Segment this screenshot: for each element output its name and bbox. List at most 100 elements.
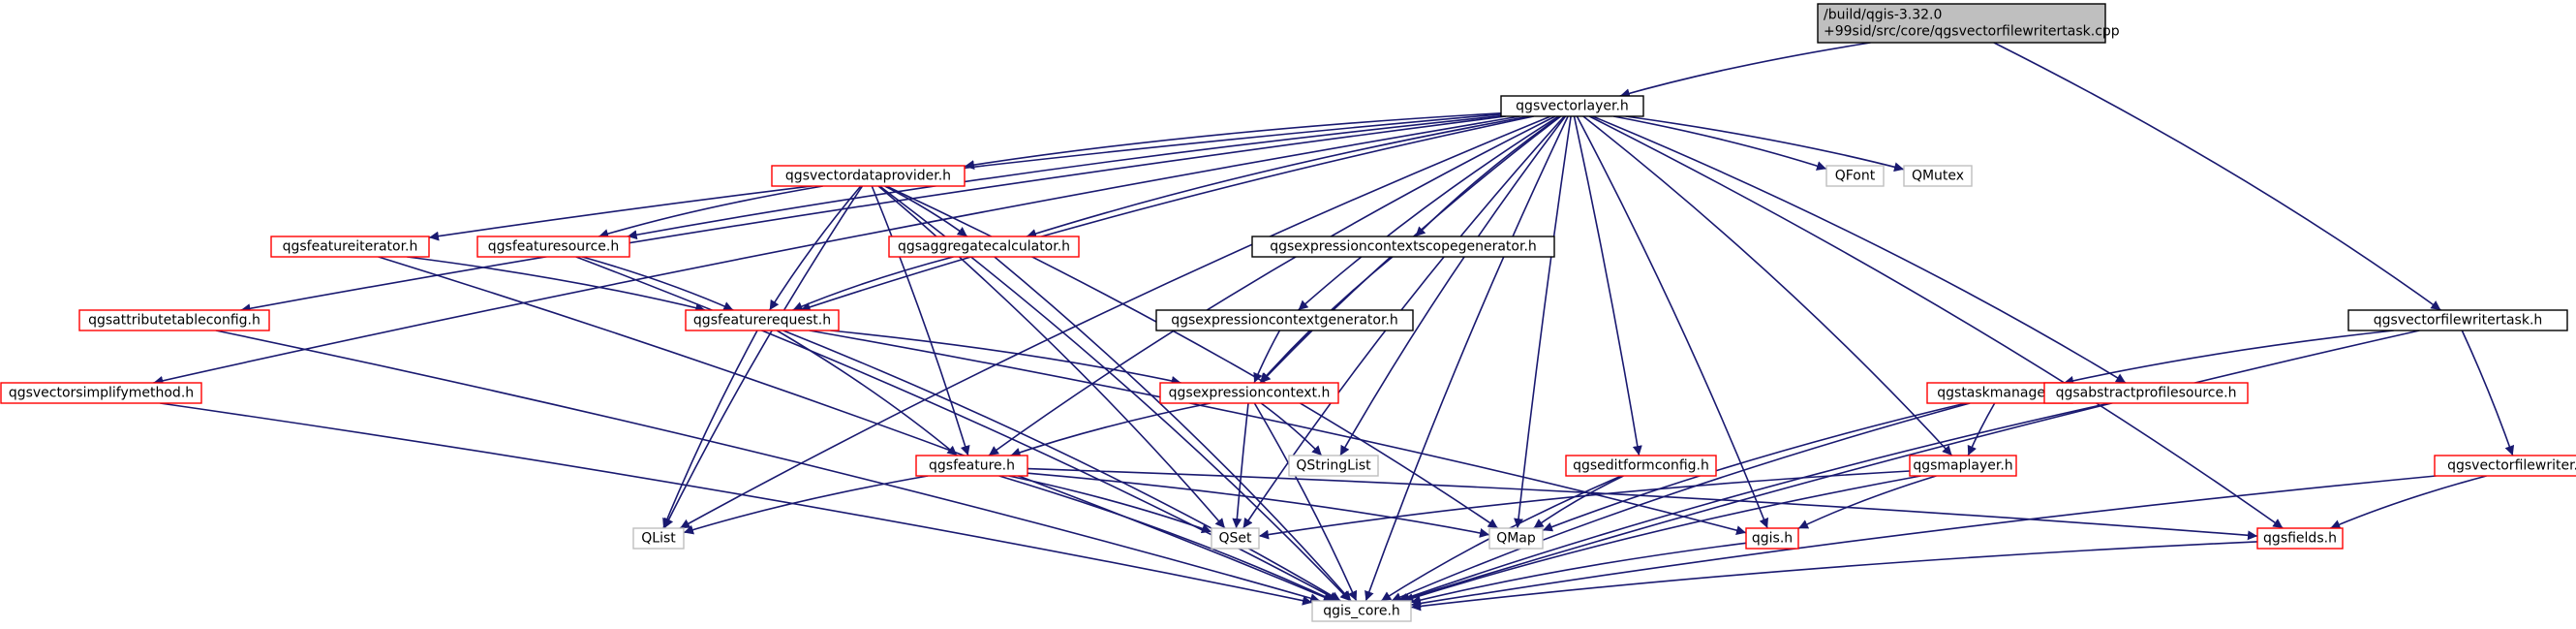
node-box [888,236,1080,258]
edge-qgsfeaturerequest-to-qgis [809,330,1747,535]
edge-qgsvectorlayer-to-qgsfeaturesource [627,114,1502,240]
edge-qgstaskmanager-to-qmap [1542,402,1967,532]
node-box [1745,527,1799,550]
node-label: qgsexpressioncontextgenerator.h [1171,313,1398,329]
node-qgseditformconfig[interactable]: qgseditformconfig.h [1565,455,1717,477]
node-qgsattributetableconfig[interactable]: qgsattributetableconfig.h [78,309,270,331]
nodes-layer: /build/qgis-3.32.0+99sid/src/core/qgsvec… [0,3,2576,622]
edge-qgsmaplayer-to-qgis [1797,475,1937,529]
edge-qgsvectorlayer-to-qgsfields [1588,115,2284,529]
node-qgsvectorfilewritertask[interactable]: qgsvectorfilewritertask.h [2347,309,2568,331]
node-qgsfeature[interactable]: qgsfeature.h [915,455,1028,477]
node-qlist: QList [632,527,685,550]
edge-qgsabstractprofilesource-to-qgis_core [1397,402,2110,603]
edge-qgsvectorlayer-to-qstringlist [1339,115,1567,456]
node-label: qgsvectorlayer.h [1516,99,1629,114]
edge-qgsvectordataprovider-to-qgsaggregatecalculator [884,185,968,237]
node-label: +99sid/src/core/qgsvectorfilewritertask.… [1824,24,2120,40]
edge-qgsfeaturerequest-to-qgsfeature [776,330,958,456]
edge-qgsvectordataprovider-to-qgsfeature [871,185,970,456]
edge-qgsvectorlayer-to-qgseditformconfig [1573,115,1642,456]
node-box [1159,382,1339,404]
edge-qgstaskmanager-to-qgsmaplayer [1967,402,1996,456]
node-qgsfields[interactable]: qgsfields.h [2256,527,2344,550]
node-qgsmaplayer[interactable]: qgsmaplayer.h [1909,455,2017,477]
node-label: QMutex [1912,169,1964,184]
edge-qgsfeaturerequest-to-qgsexpressioncontext [830,330,1181,386]
node-qset: QSet [1211,527,1260,550]
edge-qgsaggregatecalculator-to-qgsfeaturerequest [792,256,954,311]
node-qgsfeatureiterator[interactable]: qgsfeatureiterator.h [270,236,430,258]
node-label: qgsfeature.h [929,458,1015,474]
node-box [685,309,840,331]
edge-qgsattributetableconfig-to-qgis_core [215,330,1321,604]
edge-qgsvectorlayer-to-qgis_core [1365,115,1569,602]
node-qgstaskmanager[interactable]: qgstaskmanager.h [1926,382,2073,404]
node-box [1565,455,1717,477]
edge-qgsvectordataprovider-to-qgsfeaturerequest [769,185,862,311]
node-qgsabstractprofilesource[interactable]: qgsabstractprofilesource.h [2043,382,2249,404]
node-qstringlist: QStringList [1288,455,1379,477]
edge-qgsvectorsimplifymethod-to-qgis_core [160,402,1313,606]
node-qfont: QFont [1825,165,1885,187]
node-label: qgsfeaturesource.h [488,239,619,255]
node-qgsvectorlayer[interactable]: qgsvectorlayer.h [1500,95,1644,117]
edge-qgsvectorlayer-to-qgsvectorsimplifymethod [153,115,1520,386]
node-qmutex: QMutex [1903,165,1973,187]
node-label: QFont [1835,169,1876,184]
edge-qgsfeaturerequest-to-qgis_core [782,330,1341,602]
edge-qgsmaplayer-to-qgis_core [1403,475,1921,603]
edge-qgsfeatureiterator-to-qgsfeaturerequest [407,256,706,313]
edge-qgstaskmanager-to-qgis_core [1391,402,1971,602]
node-label: qgstaskmanager.h [1937,386,2063,401]
edge-qgsvectorfilewritertask-to-qgis_core [1399,330,2420,603]
edge-qgsvectorlayer-to-qgsabstractprofilesource [1592,115,2127,384]
edges-layer [153,42,2515,612]
node-label: qgsfields.h [2263,531,2337,547]
node-label: QSet [1218,531,1252,547]
node-label: qgsmaplayer.h [1913,458,2012,474]
edge-qgsfeaturesource-to-qgsfeaturerequest [582,256,734,311]
node-qgsexpressioncontextgenerator[interactable]: qgsexpressioncontextgenerator.h [1155,309,1414,331]
node-label: /build/qgis-3.32.0 [1824,8,1942,23]
node-qgsexpressioncontextscopegenerator[interactable]: qgsexpressioncontextscopegenerator.h [1251,236,1555,258]
node-qgis_core: qgis_core.h [1311,600,1412,622]
node-box [1311,600,1412,622]
node-qgsvectordataprovider[interactable]: qgsvectordataprovider.h [771,165,966,187]
node-qgsfeaturesource[interactable]: qgsfeaturesource.h [476,236,630,258]
edge-qgsfeature-to-qgsfields [1027,467,2258,541]
edge-qgsvectorlayer-to-qmutex [1625,115,1905,173]
node-qgsexpressioncontext[interactable]: qgsexpressioncontext.h [1159,382,1339,404]
edge-qgsvectorlayer-to-qgsfeaturerequest [800,115,1534,312]
edge-root-to-qgsvectorlayer [1619,42,1871,99]
node-box [1251,236,1555,258]
edge-qgsfeature-to-qmap [1027,472,1490,538]
node-qgsvectorsimplifymethod[interactable]: qgsvectorsimplifymethod.h [0,382,202,404]
node-qgis[interactable]: qgis.h [1745,527,1799,550]
node-box [2434,455,2576,477]
edge-qgsvectordataprovider-to-qset [877,185,1226,529]
edge-qgsvectorlayer-to-qgsmaplayer [1582,115,1953,456]
edge-qgsfields-to-qgis_core [1410,541,2258,612]
node-box [1817,3,2106,44]
edge-qgsexpressioncontext-to-qset [1232,402,1249,529]
node-label: QMap [1496,531,1536,547]
edge-qgseditformconfig-to-qmap [1533,475,1624,529]
node-qgsvectorfilewriter[interactable]: qgsvectorfilewriter.h [2434,455,2576,477]
edge-qgsvectorlayer-to-qgsfeature [988,115,1556,456]
edge-qgis-to-qgis_core [1410,542,1747,606]
node-qgsfeaturerequest[interactable]: qgsfeaturerequest.h [685,309,840,331]
edge-qgsexpressioncontext-to-qgsfeature [1010,402,1211,457]
edge-qgsvectorfilewritertask-to-qgsvectorfilewriter [2461,330,2515,456]
node-qgsaggregatecalculator[interactable]: qgsaggregatecalculator.h [888,236,1080,258]
edge-qgsexpressioncontext-to-qstringlist [1260,402,1323,456]
node-label: qgsabstractprofilesource.h [2056,386,2237,401]
edge-qgsexpressioncontextgenerator-to-qgsexpressioncontext [1253,330,1281,384]
node-label: qgsaggregatecalculator.h [898,239,1070,255]
node-label: qgsexpressioncontext.h [1169,386,1331,401]
node-label: qgsexpressioncontextscopegenerator.h [1270,239,1537,255]
edge-qgsfeaturerequest-to-qlist [662,330,758,529]
node-box [1488,527,1544,550]
node-root[interactable]: /build/qgis-3.32.0+99sid/src/core/qgsvec… [1817,3,2120,44]
